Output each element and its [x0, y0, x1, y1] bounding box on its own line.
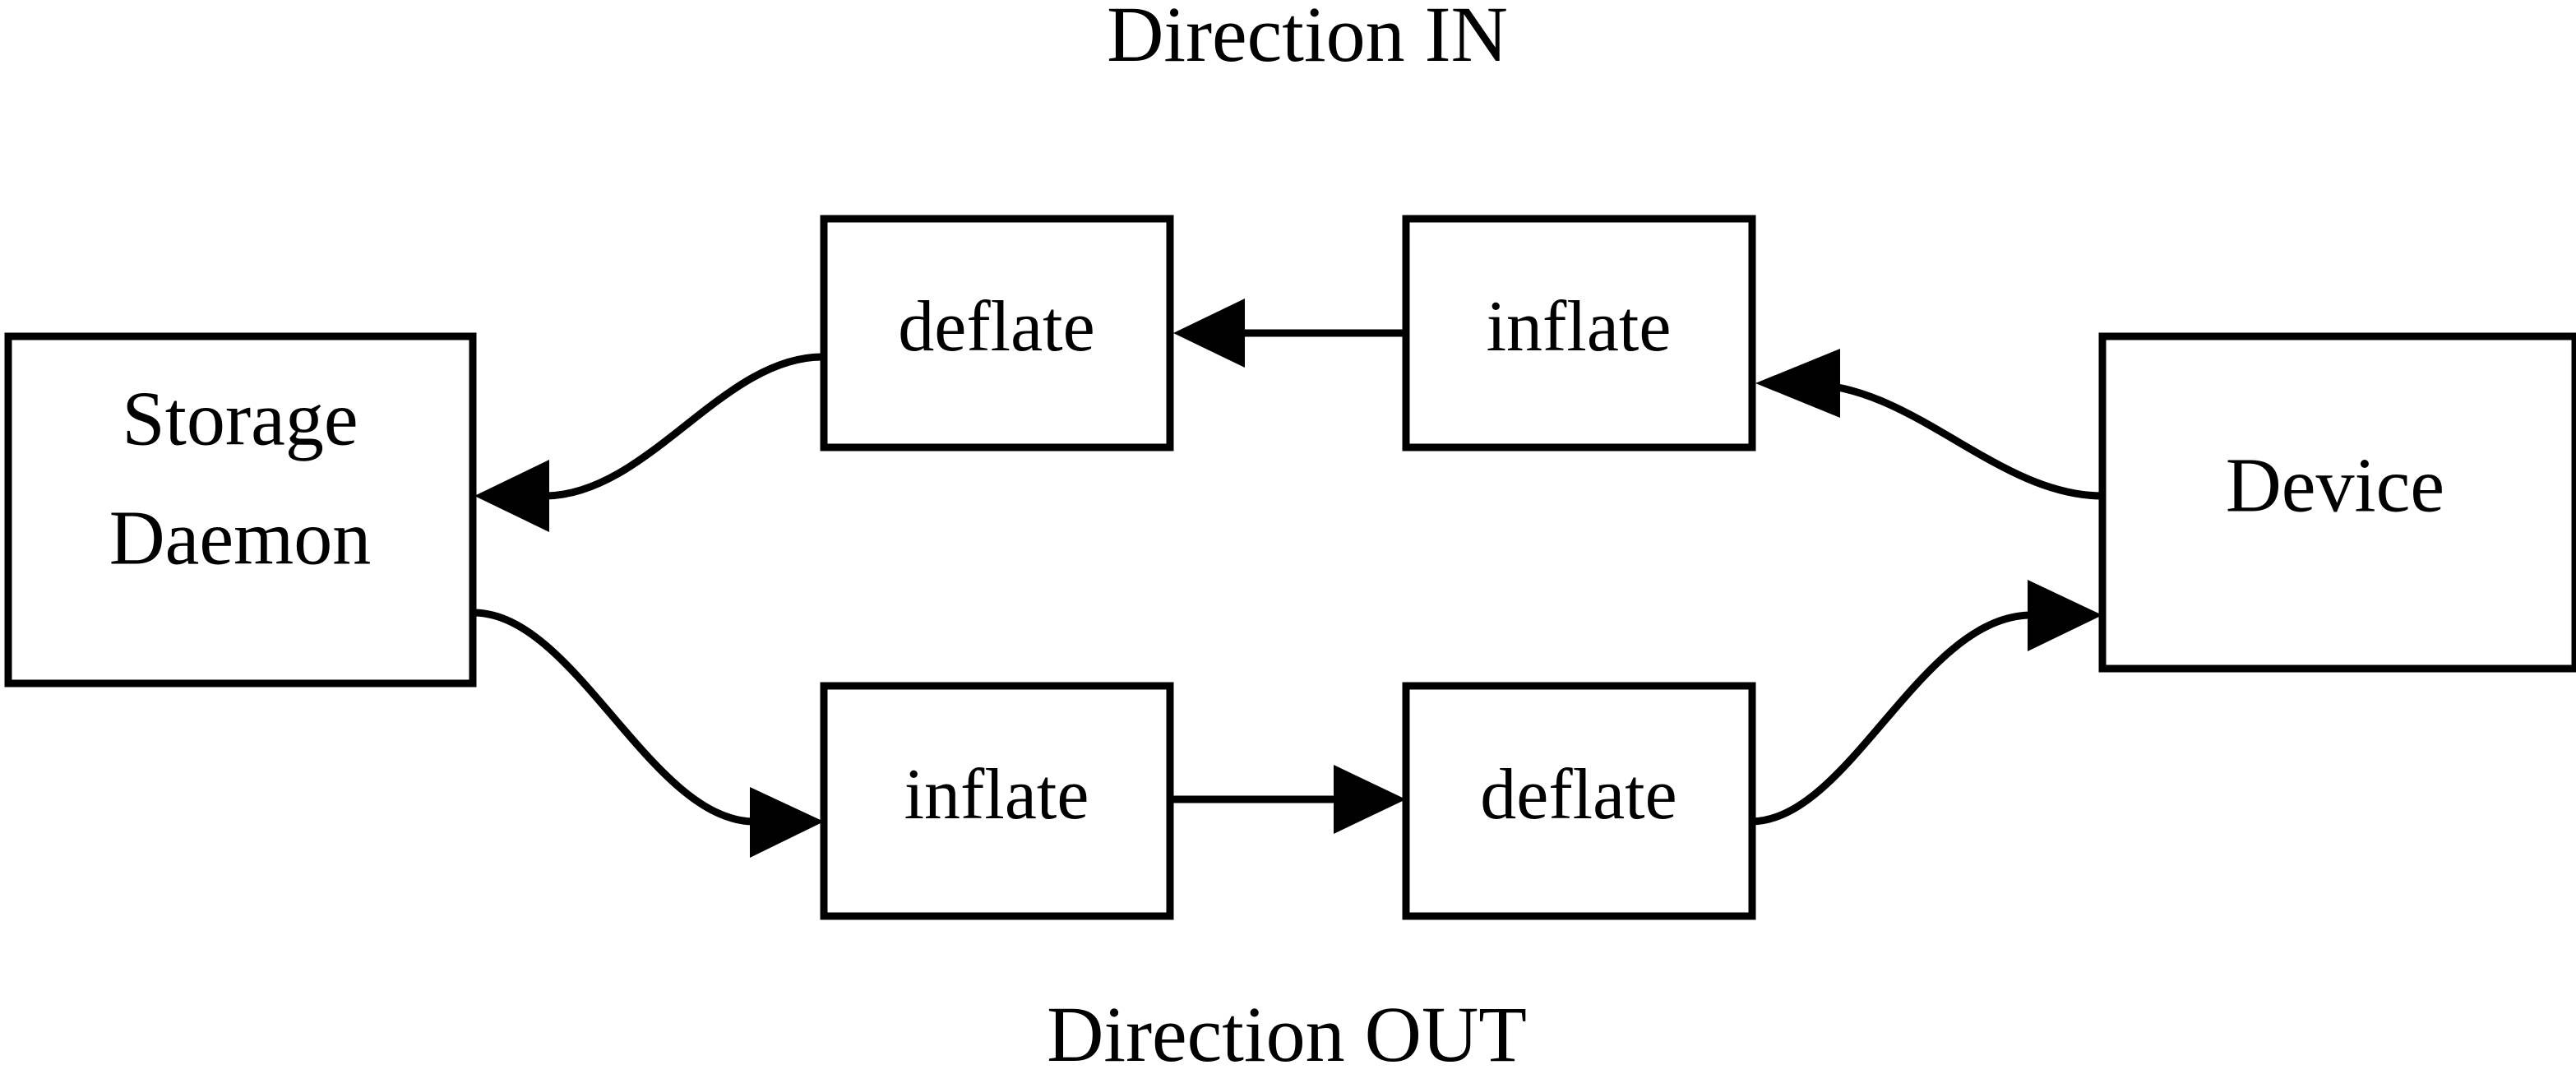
out-deflate-box [1402, 682, 1756, 920]
edge-in-deflate-to-storage-daemon-path [546, 353, 825, 500]
device-label: Device [2226, 443, 2444, 529]
out-inflate-box [820, 682, 1174, 920]
in-inflate-label: inflate [1487, 287, 1672, 367]
in-inflate-box [1402, 215, 1756, 451]
node-in-deflate[interactable]: deflate [820, 215, 1174, 451]
node-out-inflate[interactable]: inflate [820, 682, 1174, 920]
in-deflate-box [820, 215, 1174, 451]
node-storage-daemon[interactable]: Storage Daemon [4, 332, 477, 688]
out-deflate-label: deflate [1480, 755, 1676, 835]
arrow-head-into-in-inflate [1755, 349, 1840, 418]
edge-device-to-in-inflate-path [1808, 380, 2103, 500]
direction-in-caption: Direction IN [1107, 0, 1508, 78]
edge-out-deflate-to-device [1751, 580, 2102, 826]
arrow-head-into-device [2028, 580, 2102, 651]
edge-device-to-in-inflate [1755, 349, 2103, 500]
edge-out-deflate-to-device-path [1751, 611, 2030, 826]
storage-daemon-box [4, 332, 477, 688]
edge-storage-daemon-to-out-inflate [474, 609, 824, 858]
storage-daemon-label-line2: Daemon [109, 496, 371, 581]
node-out-deflate[interactable]: deflate [1402, 682, 1756, 920]
out-inflate-label: inflate [904, 755, 1089, 835]
arrow-head-into-out-inflate [750, 787, 824, 858]
edge-in-inflate-to-in-deflate [1173, 299, 1406, 368]
edge-in-deflate-to-storage-daemon [474, 353, 825, 532]
device-box [2098, 332, 2576, 673]
arrow-head-into-in-deflate [1173, 299, 1245, 368]
direction-out-caption: Direction OUT [1047, 990, 1527, 1078]
arrow-head-into-storage-daemon [474, 460, 549, 532]
arrow-head-into-out-deflate [1334, 765, 1406, 834]
node-device[interactable]: Device [2098, 332, 2576, 673]
edge-out-inflate-to-out-deflate [1173, 765, 1406, 834]
storage-daemon-label-line1: Storage [122, 377, 358, 462]
edge-storage-daemon-to-out-inflate-path [474, 609, 753, 826]
in-deflate-label: deflate [898, 287, 1094, 367]
node-in-inflate[interactable]: inflate [1402, 215, 1756, 451]
